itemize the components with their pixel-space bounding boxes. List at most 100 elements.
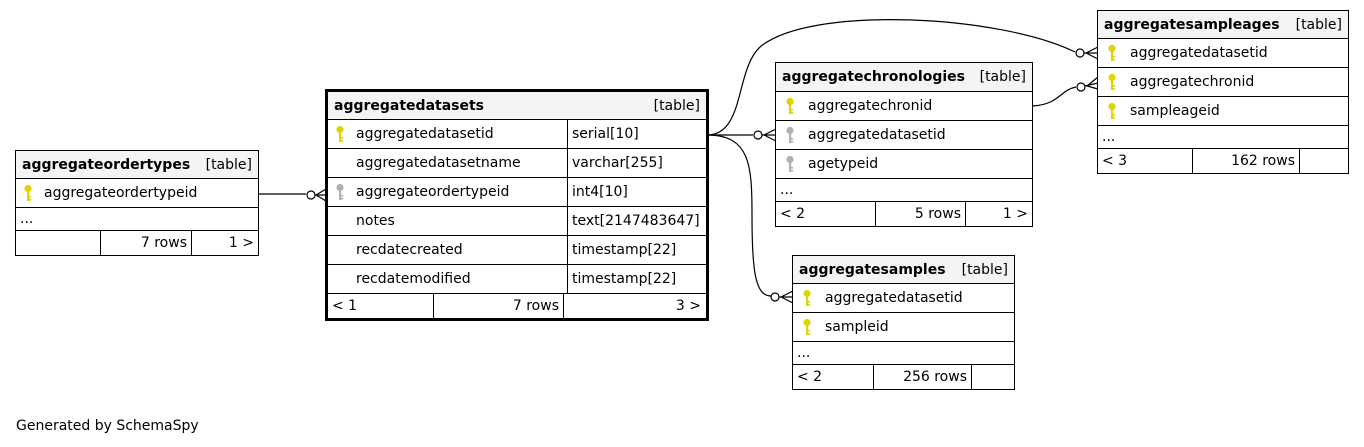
row-count: 256 rows: [873, 365, 971, 389]
foreign-key-icon: [328, 183, 352, 201]
column-row: sampleid: [793, 313, 1014, 342]
children-link[interactable]: 1 >: [191, 231, 258, 255]
column-row: sampleageid: [1098, 97, 1348, 126]
table-name[interactable]: aggregateordertypes: [22, 156, 191, 173]
row-count: 7 rows: [433, 294, 563, 318]
row-count: 5 rows: [875, 202, 965, 226]
children-link: [1299, 149, 1348, 173]
edge-chronologies-sampleages-crow: [1084, 76, 1099, 90]
table-footer: < 2 5 rows 1 >: [776, 202, 1032, 226]
edge-datasets-samples: [706, 134, 772, 297]
table-name[interactable]: aggregatesampleages: [1104, 16, 1280, 33]
table-aggregatesampleages[interactable]: aggregatesampleages [table] aggregatedat…: [1097, 10, 1349, 174]
column-type: varchar[255]: [567, 149, 706, 177]
table-footer: 7 rows 1 >: [16, 231, 258, 255]
table-aggregatesamples[interactable]: aggregatesamples [table] aggregatedatase…: [792, 255, 1015, 390]
edge-ordertypes-datasets-zero: [306, 190, 316, 200]
column-type: text[2147483647]: [567, 207, 706, 235]
column-row: aggregatechronid: [776, 92, 1032, 121]
column-row: aggregateordertypeid int4[10]: [328, 178, 706, 207]
table-header: aggregatesamples [table]: [793, 256, 1014, 284]
table-kind: [table]: [1295, 16, 1342, 33]
table-footer: < 3 162 rows: [1098, 149, 1348, 173]
parents-link: [16, 231, 100, 255]
column-name[interactable]: aggregatedatasetid: [808, 127, 946, 143]
row-count: 7 rows: [100, 231, 191, 255]
table-header: aggregatesampleages [table]: [1098, 11, 1348, 39]
column-row: aggregatedatasetname varchar[255]: [328, 149, 706, 178]
edge-chronologies-sampleages-zero: [1076, 82, 1086, 92]
table-header: aggregatedatasets [table]: [328, 92, 706, 120]
column-name[interactable]: agetypeid: [808, 156, 879, 172]
edge-ordertypes-datasets-crow: [315, 188, 327, 202]
edge-datasets-samples-crow: [779, 290, 794, 304]
table-footer: < 2 256 rows: [793, 365, 1014, 389]
parents-link[interactable]: < 2: [780, 206, 806, 222]
primary-key-icon: [1098, 73, 1126, 91]
foreign-key-icon: [776, 155, 804, 173]
primary-key-icon: [776, 97, 804, 115]
column-name[interactable]: recdatemodified: [356, 271, 471, 287]
column-row: aggregatedatasetid: [793, 284, 1014, 313]
column-name[interactable]: sampleageid: [1130, 103, 1220, 119]
table-name[interactable]: aggregatechronologies: [782, 69, 965, 85]
children-link[interactable]: 1 >: [965, 202, 1032, 226]
column-name[interactable]: aggregatedatasetname: [356, 155, 521, 171]
primary-key-icon: [1098, 44, 1126, 62]
column-name[interactable]: aggregatechronid: [808, 98, 933, 114]
more-columns-ellipsis: ...: [776, 179, 1032, 202]
more-columns-ellipsis: ...: [1098, 126, 1348, 149]
column-row: agetypeid: [776, 150, 1032, 179]
primary-key-icon: [793, 318, 821, 336]
table-aggregatedatasets[interactable]: aggregatedatasets [table] aggregatedatas…: [325, 89, 709, 321]
primary-key-icon: [16, 184, 40, 202]
column-name[interactable]: notes: [356, 213, 395, 229]
column-row: aggregatedatasetid: [1098, 39, 1348, 68]
column-type: timestamp[22]: [567, 236, 706, 264]
edge-datasets-sampleages-crow: [1084, 46, 1099, 60]
column-row: aggregateordertypeid: [16, 179, 258, 208]
table-kind: [table]: [961, 261, 1008, 278]
column-name[interactable]: aggregatechronid: [1130, 74, 1255, 90]
edge-datasets-chronologies-zero: [753, 130, 763, 140]
table-name[interactable]: aggregatedatasets: [334, 97, 485, 114]
column-name[interactable]: aggregatedatasetid: [356, 126, 494, 142]
table-aggregatechronologies[interactable]: aggregatechronologies [table] aggregatec…: [775, 62, 1033, 227]
table-header: aggregateordertypes [table]: [16, 151, 258, 179]
column-row: aggregatedatasetid serial[10]: [328, 120, 706, 149]
edge-chronologies-sampleages: [1032, 86, 1077, 107]
column-type: int4[10]: [567, 178, 706, 206]
column-row: notes text[2147483647]: [328, 207, 706, 236]
children-link: [971, 365, 1014, 389]
edge-datasets-sampleages-zero: [1075, 48, 1085, 58]
column-row: recdatemodified timestamp[22]: [328, 265, 706, 294]
table-kind: [table]: [205, 156, 252, 173]
table-footer: < 1 7 rows 3 >: [328, 294, 706, 318]
table-name[interactable]: aggregatesamples: [799, 261, 946, 278]
column-row: recdatecreated timestamp[22]: [328, 236, 706, 265]
column-name[interactable]: aggregateordertypeid: [356, 184, 510, 200]
column-row: aggregatechronid: [1098, 68, 1348, 97]
column-name[interactable]: aggregateordertypeid: [44, 185, 198, 201]
table-kind: [table]: [979, 69, 1026, 85]
column-name[interactable]: sampleid: [825, 319, 889, 335]
column-name[interactable]: aggregatedatasetid: [1130, 45, 1268, 61]
column-type: serial[10]: [567, 120, 706, 148]
foreign-key-icon: [776, 126, 804, 144]
table-aggregateordertypes[interactable]: aggregateordertypes [table] aggregateord…: [15, 150, 259, 256]
generated-by-note: Generated by SchemaSpy: [16, 418, 199, 434]
column-type: timestamp[22]: [567, 265, 706, 293]
parents-link[interactable]: < 3: [1102, 153, 1128, 169]
edge-datasets-samples-zero: [770, 292, 780, 302]
primary-key-icon: [328, 125, 352, 143]
children-link[interactable]: 3 >: [563, 294, 705, 318]
table-header: aggregatechronologies [table]: [776, 63, 1032, 92]
parents-link[interactable]: < 2: [797, 369, 823, 385]
table-kind: [table]: [653, 97, 700, 114]
more-columns-ellipsis: ...: [16, 208, 258, 231]
column-name[interactable]: recdatecreated: [356, 242, 463, 258]
parents-link[interactable]: < 1: [332, 298, 358, 314]
column-row: aggregatedatasetid: [776, 121, 1032, 150]
column-name[interactable]: aggregatedatasetid: [825, 290, 963, 306]
